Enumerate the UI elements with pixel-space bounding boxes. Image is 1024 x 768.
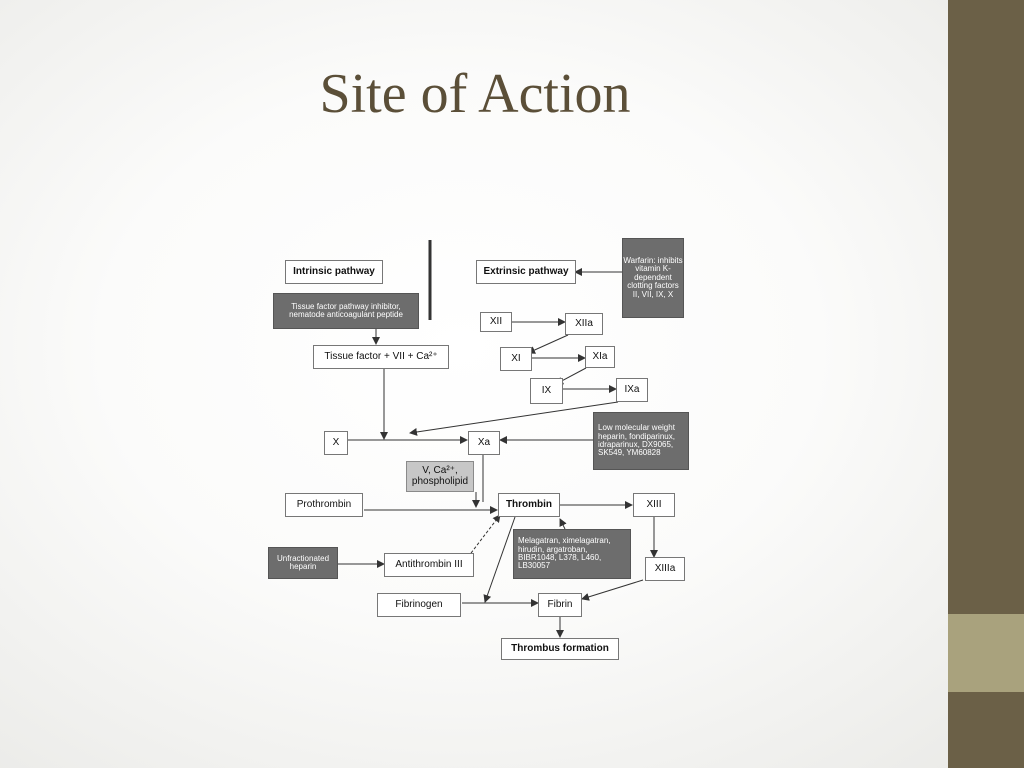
factor-x-box: X [324,431,348,455]
antithrombin-box: Antithrombin III [384,553,474,577]
factor-xiiia-box: XIIIa [645,557,685,581]
arrow-thrombin-fibrinogen [483,516,516,603]
diagram-arrows [338,240,658,638]
factor-xiii-box: XIII [633,493,675,517]
intrinsic-pathway-box: Intrinsic pathway [285,260,383,284]
tfpi-inhibitor-box: Tissue factor pathway inhibitor, nematod… [273,293,419,329]
arrow-antithrombin-thrombin [467,514,501,558]
extrinsic-pathway-box: Extrinsic pathway [476,260,576,284]
tissue-factor-box: Tissue factor + VII + Ca²⁺ [313,345,449,369]
cofactor-box: V, Ca²⁺, phospholipid [406,461,474,492]
fibrinogen-box: Fibrinogen [377,593,461,617]
arrow-ixa-x [409,401,619,436]
arrow-xiia-xi [527,334,569,354]
factor-xiia-box: XIIa [565,313,603,335]
warfarin-box: Warfarin: inhibits vitamin K-dependent c… [622,238,684,318]
slide-title: Site of Action [319,63,631,125]
direct-thrombin-inhibitor-box: Melagatran, ximelagatran, hirudin, argat… [513,529,631,579]
arrow-xiiia-fibrin [581,579,644,601]
unfractionated-heparin-box: Unfractionated heparin [268,547,338,579]
thrombin-box: Thrombin [498,493,560,517]
fibrin-box: Fibrin [538,593,582,617]
coagulation-cascade-diagram: Intrinsic pathway Extrinsic pathway Tiss… [260,232,700,672]
prothrombin-box: Prothrombin [285,493,363,517]
factor-xia-box: XIa [585,346,615,368]
factor-xii-box: XII [480,312,512,332]
lmwh-inhibitor-box: Low molecular weight heparin, fondiparin… [593,412,689,470]
factor-ix-box: IX [530,378,563,404]
factor-xi-box: XI [500,347,532,371]
factor-ixa-box: IXa [616,378,648,402]
arrow-dti-thrombin [559,518,567,530]
thrombus-formation-box: Thrombus formation [501,638,619,660]
sidebar-accent-block [948,614,1024,692]
factor-xa-box: Xa [468,431,500,455]
